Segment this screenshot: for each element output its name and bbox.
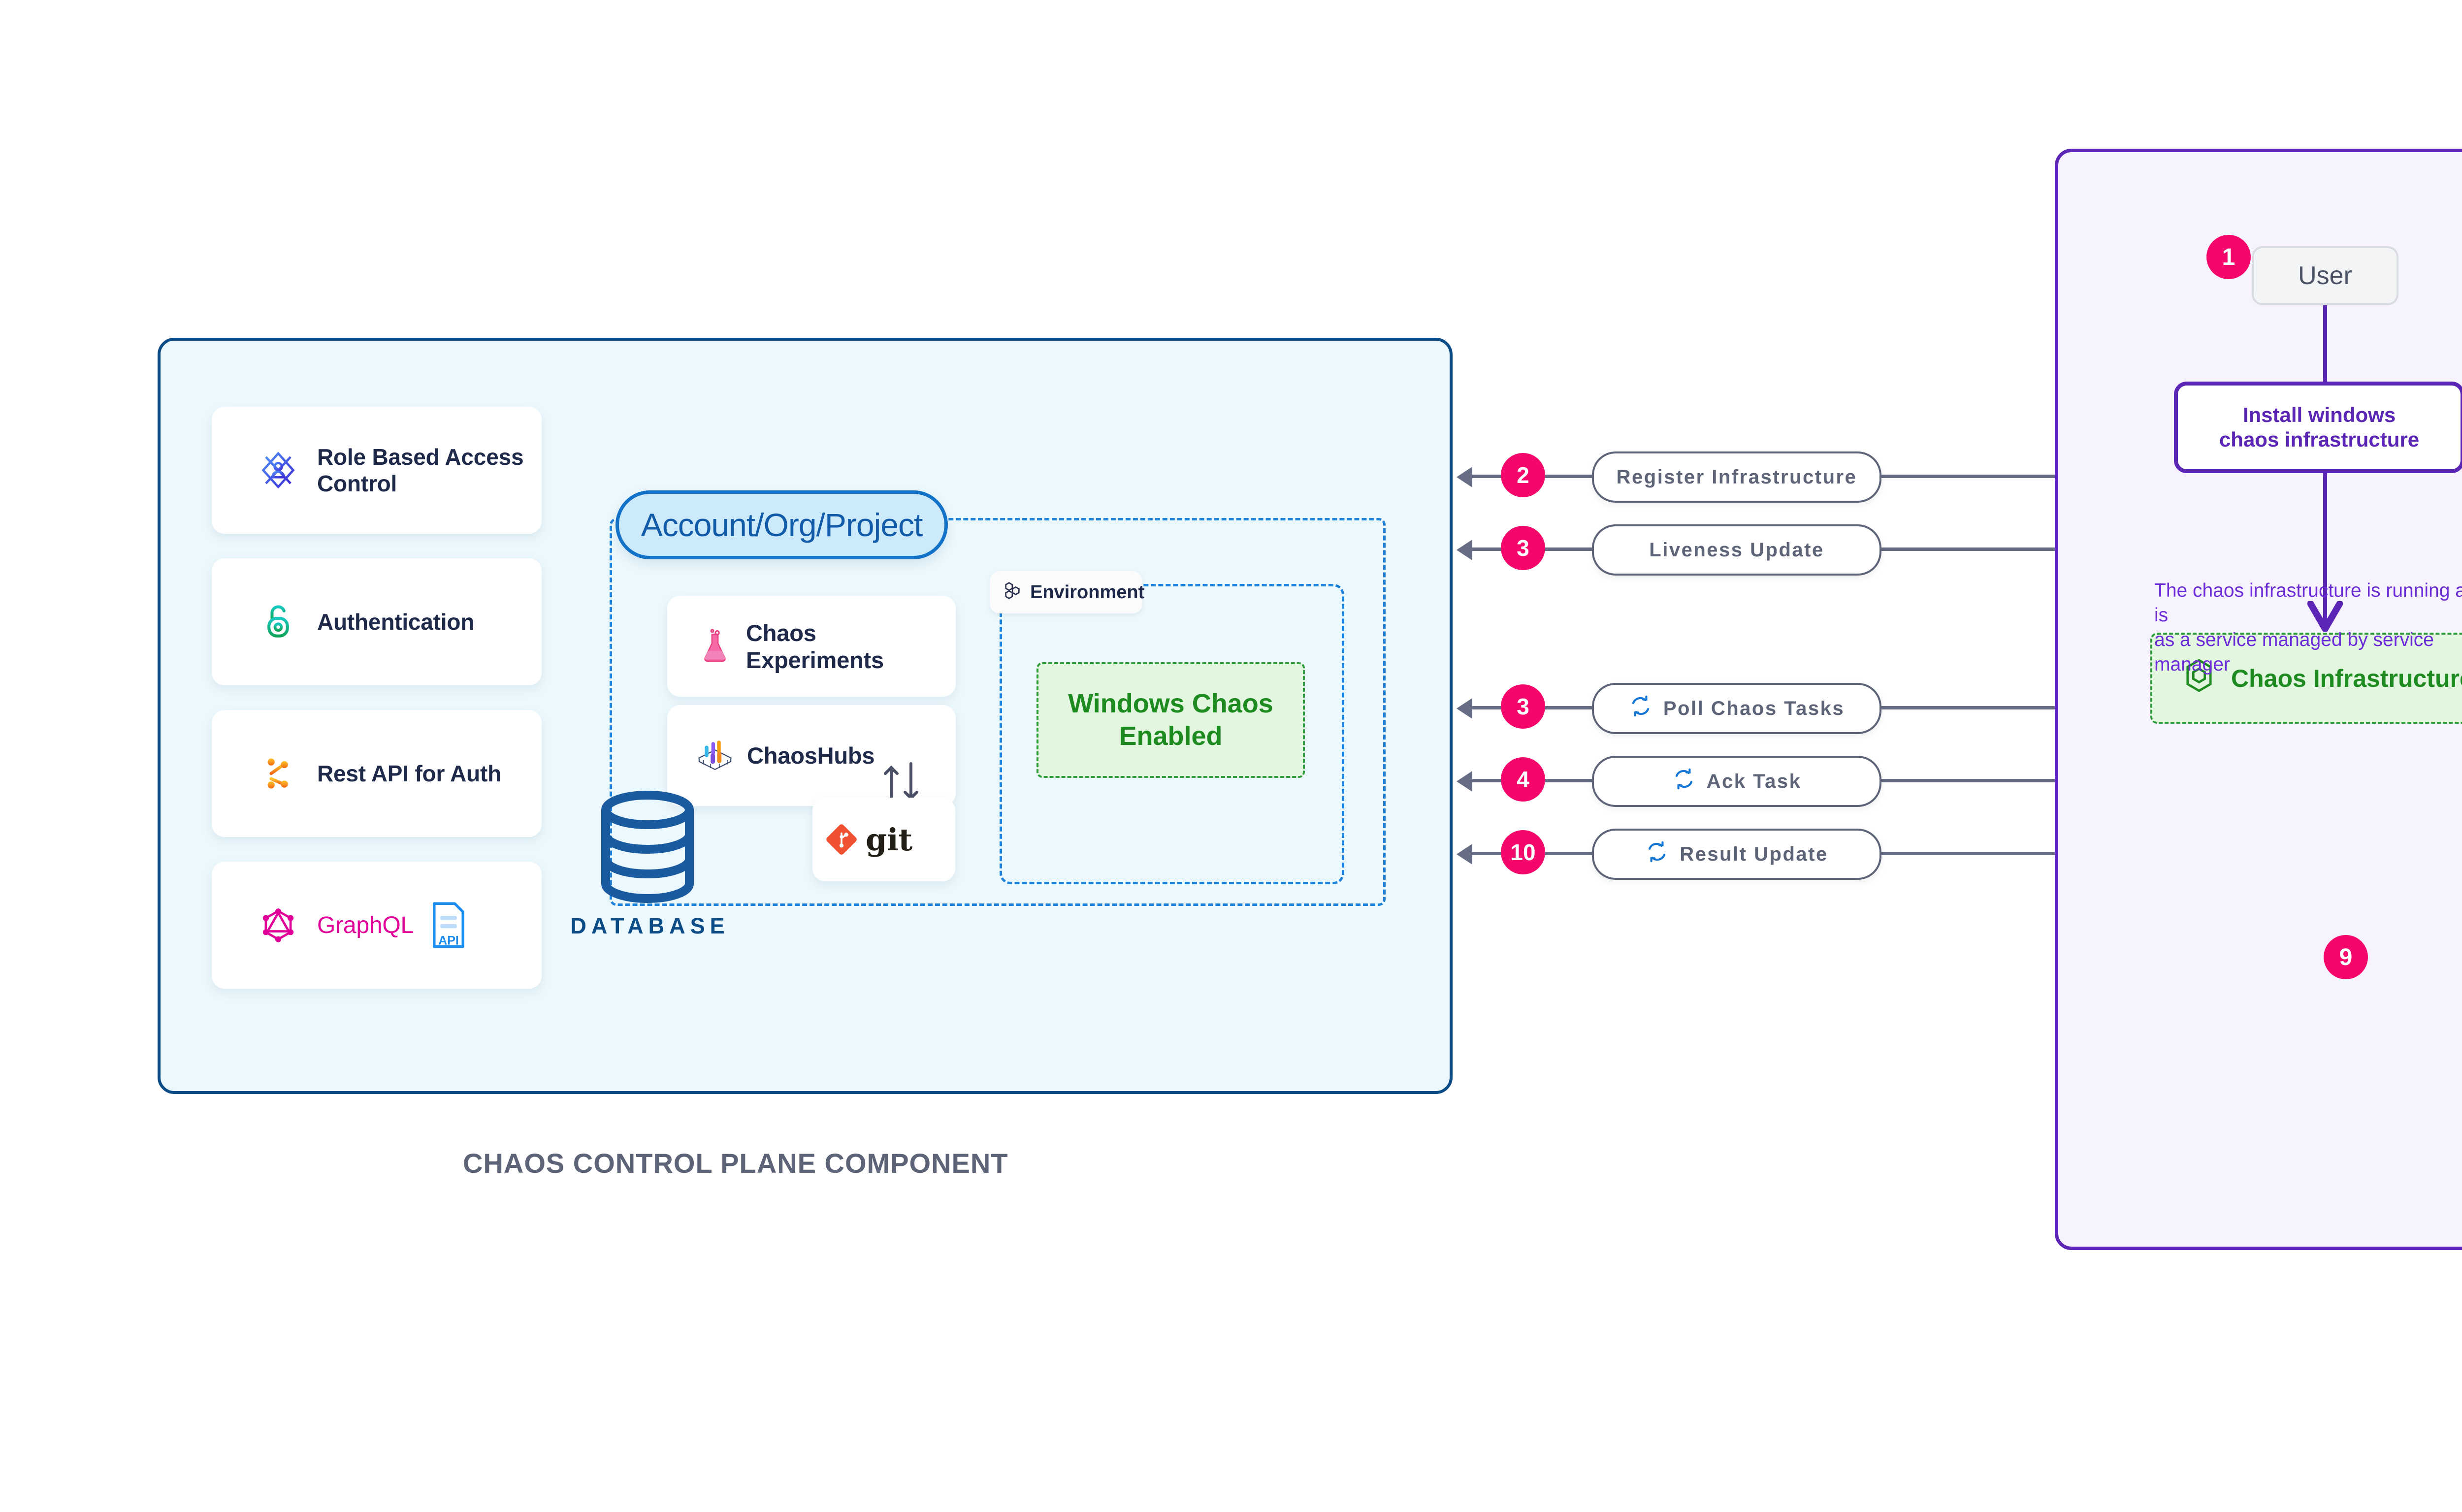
arrow-left-icon: [1457, 467, 1472, 487]
card-label: git: [866, 821, 912, 858]
card-label: GraphQL: [317, 912, 414, 938]
connector-pill[interactable]: Liveness Update: [1592, 524, 1881, 576]
connector-liveness-update: 3 Liveness Update: [1457, 524, 2057, 576]
node-user[interactable]: User: [2252, 246, 2398, 305]
account-org-project-group: [610, 518, 1386, 906]
test-tube-rack-icon: [695, 738, 735, 774]
node-chaos-infrastructure[interactable]: Chaos Infrastructure: [2150, 633, 2462, 724]
database-icon: [598, 790, 697, 903]
connector-poll-chaos-tasks: 3 Poll Chaos Tasks: [1457, 683, 2057, 734]
lock-icon: [257, 601, 299, 643]
connector-label: Register Infrastructure: [1616, 466, 1857, 488]
flask-icon: [697, 628, 733, 665]
connector-label: Liveness Update: [1649, 539, 1824, 561]
arrow-left-icon: [1457, 698, 1472, 719]
connector-register-infrastructure: 2 Register Infrastructure: [1457, 451, 2057, 503]
connector-ack-task: 4 Ack Task: [1457, 756, 2057, 807]
connector-label: Poll Chaos Tasks: [1663, 697, 1845, 719]
connector-pill[interactable]: Register Infrastructure: [1592, 451, 1881, 503]
annotation-chaos-infrastructure: The chaos infrastructure is running and …: [2154, 580, 2462, 675]
card-role-based-access-control[interactable]: Role Based Access Control: [212, 407, 542, 534]
environment-label: Environment: [1030, 581, 1145, 603]
rbac-icon: [257, 449, 299, 491]
sync-icon: [1645, 840, 1669, 869]
environment-group: [1000, 584, 1344, 884]
svg-text:API: API: [438, 934, 459, 948]
database-label: DATABASE: [570, 913, 730, 938]
sync-icon: [1672, 767, 1696, 796]
card-label: Role Based Access Control: [317, 444, 524, 496]
environment-pill[interactable]: Environment: [990, 571, 1145, 613]
card-label: Authentication: [317, 609, 475, 635]
step-badge-user: 1: [2206, 235, 2251, 279]
sync-icon: [1629, 694, 1652, 723]
api-branch-icon: [257, 752, 299, 795]
arrow-left-icon: [1457, 771, 1472, 792]
node-label: User: [2298, 261, 2352, 290]
card-chaoshubs[interactable]: ChaosHubs: [667, 705, 956, 806]
step-badge: 4: [1501, 757, 1545, 802]
card-label: ChaosHubs: [747, 742, 875, 769]
card-chaos-experiments[interactable]: Chaos Experiments: [667, 596, 956, 697]
step-badge-generate: 9: [2324, 935, 2368, 979]
arrow-left-icon: [1457, 540, 1472, 560]
step-badge: 2: [1501, 453, 1545, 497]
arrow-left-icon: [1457, 844, 1472, 865]
graphql-icon: [257, 904, 299, 946]
connector-pill[interactable]: Ack Task: [1592, 756, 1881, 807]
node-label: Chaos Infrastructure: [2231, 664, 2462, 692]
account-org-project-label: Account/Org/Project: [641, 507, 923, 543]
card-git[interactable]: git: [812, 798, 955, 881]
windows-chaos-enabled-label: Windows Chaos Enabled: [1068, 688, 1273, 751]
step-badge: 10: [1501, 830, 1545, 874]
card-graphql[interactable]: GraphQL API: [212, 862, 542, 989]
git-icon: [825, 823, 858, 856]
control-plane-caption: CHAOS CONTROL PLANE COMPONENT: [463, 1148, 1008, 1179]
step-badge: 3: [1501, 526, 1545, 570]
card-rest-api-for-auth[interactable]: Rest API for Auth: [212, 710, 542, 837]
step-badge: 3: [1501, 684, 1545, 729]
node-install-windows-chaos-infrastructure[interactable]: Install windows chaos infrastructure: [2174, 382, 2462, 473]
card-authentication[interactable]: Authentication: [212, 558, 542, 685]
connector-label: Result Update: [1680, 843, 1828, 865]
connector-pill[interactable]: Result Update: [1592, 829, 1881, 880]
windows-chaos-enabled-badge: Windows Chaos Enabled: [1037, 662, 1305, 778]
connector-label: Ack Task: [1706, 770, 1802, 792]
connector-result-update: 10 Result Update: [1457, 829, 2057, 880]
node-label: Install windows chaos infrastructure: [2219, 403, 2420, 451]
card-label: Chaos Experiments: [746, 619, 884, 673]
hexagon-cluster-icon: [1001, 580, 1023, 605]
hexagon-outline-icon: [2184, 658, 2214, 699]
account-org-project-pill[interactable]: Account/Org/Project: [616, 490, 948, 559]
api-document-icon: API: [427, 901, 470, 950]
card-label: Rest API for Auth: [317, 761, 501, 786]
connector-pill[interactable]: Poll Chaos Tasks: [1592, 683, 1881, 734]
